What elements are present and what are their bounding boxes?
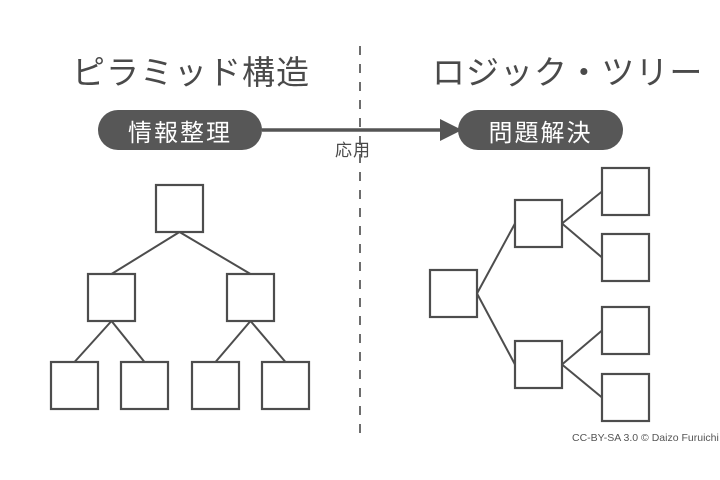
logic-node-mid-2 — [513, 339, 564, 390]
logic-tree-links — [476, 190, 603, 399]
pyramid-node-mid-2 — [225, 272, 276, 323]
logic-node-leaf-3 — [600, 305, 651, 356]
pyramid-node-leaf-3 — [190, 360, 241, 411]
pyramid-node-leaf-1 — [49, 360, 100, 411]
left-panel-title: ピラミッド構造 — [72, 54, 310, 91]
pyramid-node-leaf-4 — [260, 360, 311, 411]
license-credit: CC-BY-SA 3.0 © Daizo Furuichi — [572, 432, 719, 444]
arrow-label-application: 応用 — [335, 141, 371, 160]
pill-information-organization[interactable]: 情報整理 — [98, 110, 262, 150]
pill-problem-solving[interactable]: 問題解決 — [458, 110, 623, 150]
logic-node-root — [428, 268, 479, 319]
pyramid-links — [73, 231, 287, 363]
right-panel-title: ロジック・ツリー — [432, 54, 704, 91]
logic-tree-nodes — [428, 166, 651, 423]
logic-node-leaf-4 — [600, 372, 651, 423]
pyramid-node-root — [154, 183, 205, 234]
logic-node-mid-1 — [513, 198, 564, 249]
pyramid-node-leaf-2 — [119, 360, 170, 411]
pyramid-nodes — [49, 183, 311, 411]
application-arrow — [262, 119, 462, 141]
logic-node-leaf-2 — [600, 232, 651, 283]
pyramid-node-mid-1 — [86, 272, 137, 323]
logic-node-leaf-1 — [600, 166, 651, 217]
